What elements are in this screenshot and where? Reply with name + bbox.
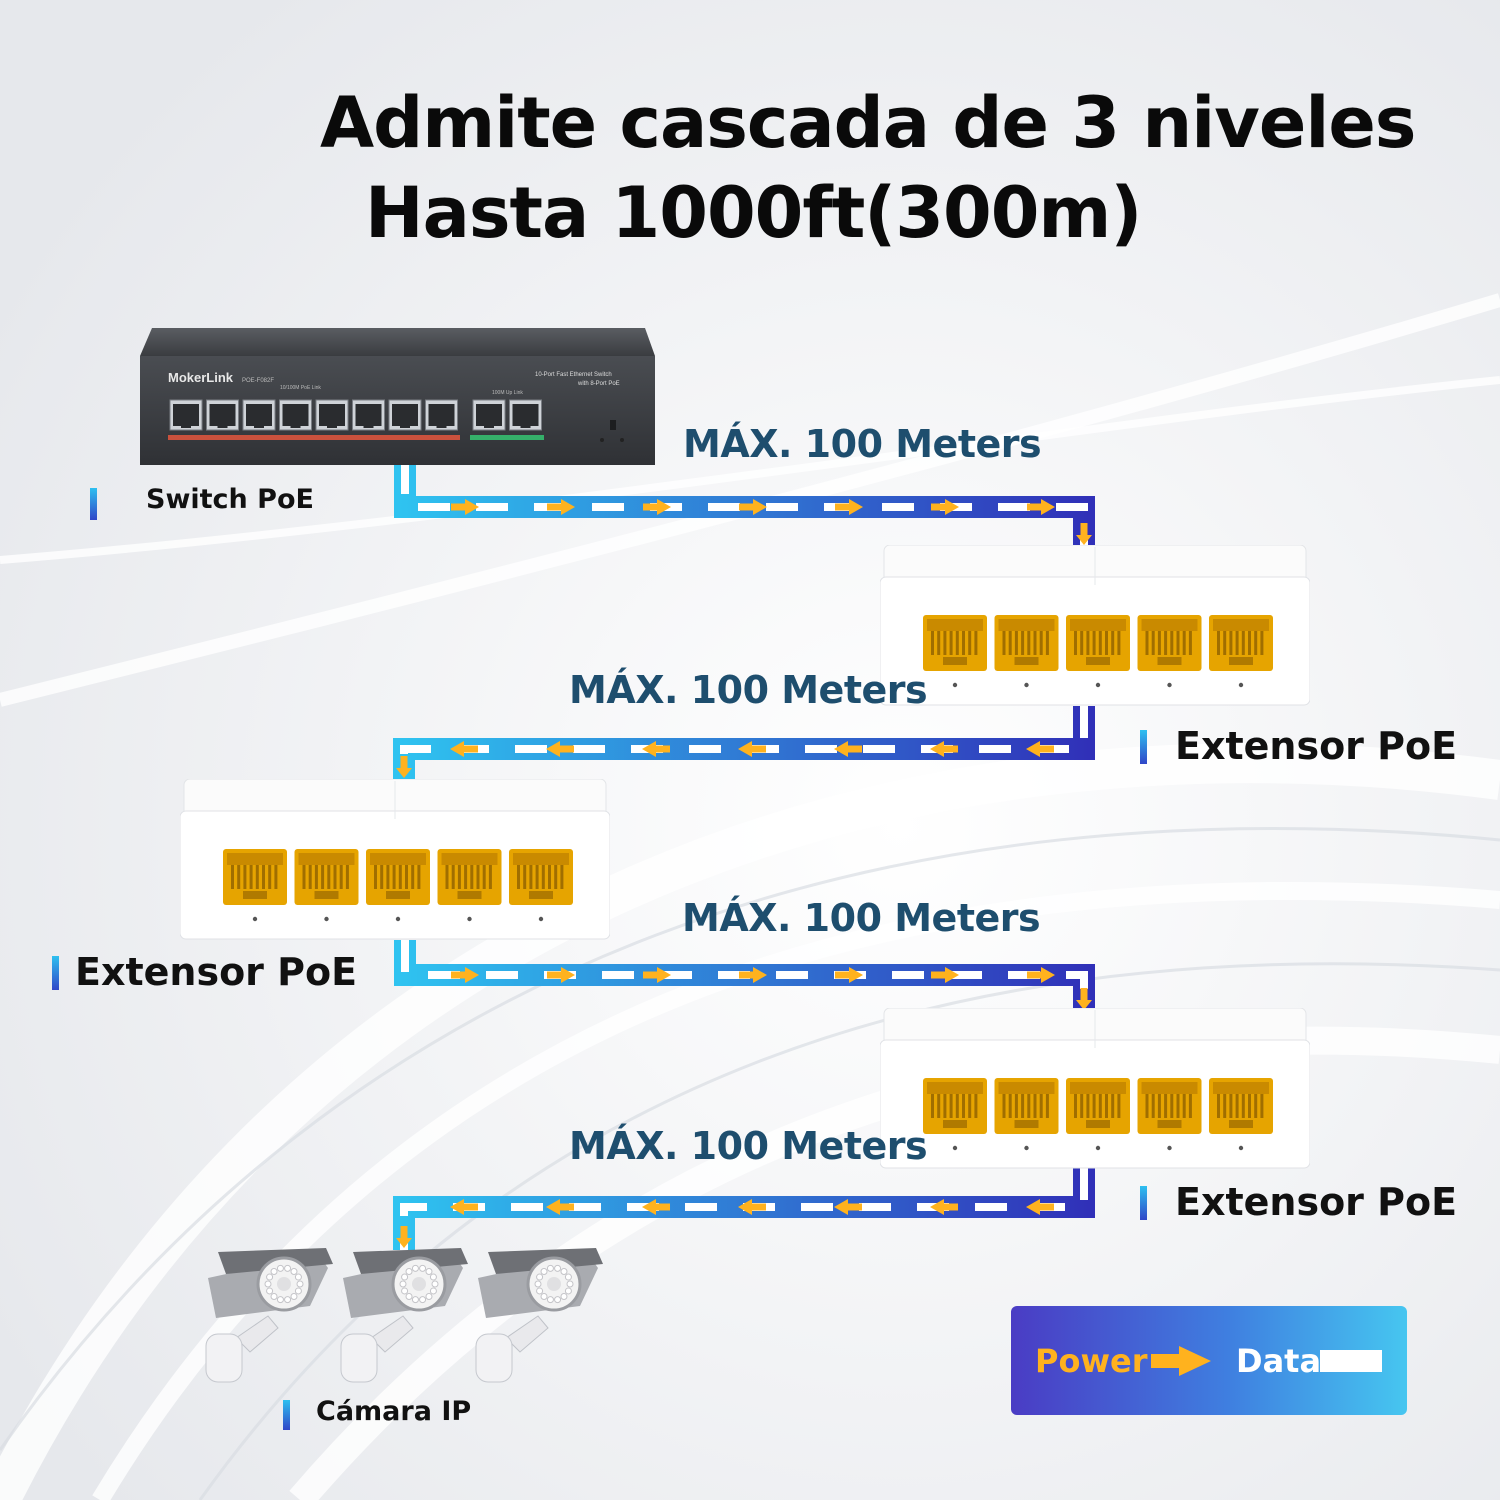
power-arrow-icon bbox=[396, 756, 412, 778]
power-arrow-icon bbox=[1026, 1199, 1054, 1215]
switch-label: Switch PoE bbox=[90, 484, 350, 524]
power-arrow-icon bbox=[450, 1199, 478, 1215]
extender-1-label: Extensor PoE bbox=[1140, 724, 1460, 768]
power-arrow-icon bbox=[1027, 499, 1055, 515]
power-arrow-icon bbox=[739, 499, 767, 515]
power-arrow-icon bbox=[930, 1199, 958, 1215]
title-line-2: Hasta 1000ft(300m) bbox=[365, 172, 1142, 254]
power-arrow-icon bbox=[643, 967, 671, 983]
switch-group-1: 10/100M PoE Link bbox=[280, 385, 321, 391]
power-arrow-icon bbox=[396, 1226, 412, 1248]
power-arrow-icon bbox=[834, 741, 862, 757]
power-arrow-icon bbox=[1076, 988, 1092, 1010]
legend-data-label: Data bbox=[1236, 1342, 1322, 1380]
power-arrow-icon bbox=[1076, 523, 1092, 545]
cable-1 bbox=[394, 462, 1095, 552]
power-arrow-icon bbox=[450, 741, 478, 757]
power-arrow-icon bbox=[931, 967, 959, 983]
cable-3 bbox=[394, 940, 1095, 1015]
segment-4-label: MÁX. 100 Meters bbox=[569, 1124, 928, 1168]
ip-cameras bbox=[205, 1248, 603, 1383]
legend-power-arrow-icon bbox=[1151, 1346, 1211, 1376]
switch-desc-1: 10-Port Fast Ethernet Switch bbox=[535, 372, 612, 378]
camera-label: Cámara IP bbox=[283, 1396, 483, 1434]
segment-3-label: MÁX. 100 Meters bbox=[682, 896, 1041, 940]
segment-2-label: MÁX. 100 Meters bbox=[569, 668, 928, 712]
power-arrow-icon bbox=[642, 741, 670, 757]
poe-switch: MokerLink POE-F082F 10/100M PoE Link 100… bbox=[140, 328, 655, 465]
power-arrow-icon bbox=[835, 967, 863, 983]
power-arrow-icon bbox=[931, 499, 959, 515]
legend: Power Data bbox=[1011, 1306, 1407, 1415]
legend-power-label: Power bbox=[1035, 1342, 1148, 1380]
power-arrow-icon bbox=[547, 499, 575, 515]
power-arrow-icon bbox=[739, 967, 767, 983]
power-arrow-icon bbox=[930, 741, 958, 757]
power-arrow-icon bbox=[834, 1199, 862, 1215]
power-arrow-icon bbox=[738, 741, 766, 757]
switch-brand: MokerLink bbox=[168, 370, 234, 385]
power-arrow-icon bbox=[835, 499, 863, 515]
legend-data-dash-icon bbox=[1320, 1350, 1382, 1372]
switch-ports bbox=[169, 399, 542, 431]
cable-2 bbox=[393, 706, 1095, 782]
power-arrow-icon bbox=[643, 499, 671, 515]
poe-extender-3 bbox=[880, 1008, 1310, 1169]
power-arrow-icon bbox=[738, 1199, 766, 1215]
power-arrow-icon bbox=[642, 1199, 670, 1215]
switch-model: POE-F082F bbox=[242, 378, 274, 384]
power-arrow-icon bbox=[547, 967, 575, 983]
power-arrow-icon bbox=[451, 499, 479, 515]
extender-2-label: Extensor PoE bbox=[52, 950, 372, 994]
power-arrow-icon bbox=[1026, 741, 1054, 757]
power-arrow-icon bbox=[1027, 967, 1055, 983]
extender-3-label: Extensor PoE bbox=[1140, 1180, 1460, 1224]
segment-1-label: MÁX. 100 Meters bbox=[683, 422, 1042, 466]
switch-desc-2: with 8-Port PoE bbox=[577, 381, 620, 387]
poe-extender-2 bbox=[180, 779, 610, 940]
power-arrow-icon bbox=[546, 1199, 574, 1215]
switch-group-2: 100M Up Link bbox=[492, 390, 523, 396]
power-arrow-icon bbox=[546, 741, 574, 757]
power-arrow-icon bbox=[451, 967, 479, 983]
poe-extender-1 bbox=[880, 545, 1310, 706]
cable-4 bbox=[393, 1168, 1095, 1250]
title-line-1: Admite cascada de 3 niveles bbox=[320, 82, 1416, 164]
